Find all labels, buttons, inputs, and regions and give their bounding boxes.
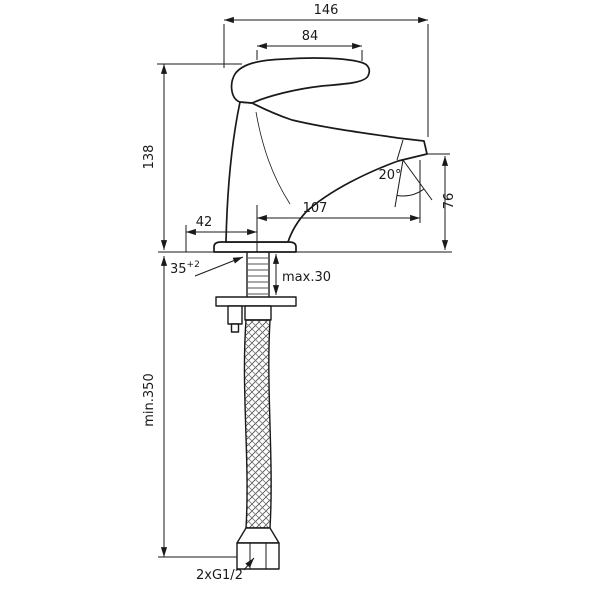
dim-label-20deg: 20° <box>378 168 401 183</box>
hose-braid <box>243 319 272 529</box>
dim-label-84: 84 <box>302 29 319 44</box>
dim-label-146: 146 <box>314 3 339 18</box>
dim-rear-offset: 42 <box>185 205 258 252</box>
dim-spout-angle: 20° <box>378 159 433 208</box>
dim-connection-thread: 2xG1/2 <box>196 557 255 583</box>
dim-outlet-height: 76 <box>426 153 457 250</box>
dim-label-thread: 2xG1/2 <box>196 568 243 583</box>
dim-label-min350: min.350 <box>142 373 157 426</box>
mounting-stud <box>227 305 243 325</box>
dim-label-max30: max.30 <box>282 270 331 285</box>
hose-nut <box>236 542 280 570</box>
dim-label-76: 76 <box>442 193 457 210</box>
dim-label-35: 35+2 <box>170 260 200 277</box>
dim-label-138: 138 <box>142 145 157 170</box>
body-and-spout <box>225 101 428 243</box>
dim-overall-depth: 146 <box>223 3 429 137</box>
mounting-assembly <box>158 251 452 333</box>
hose-crimp-collar <box>244 305 272 321</box>
lever-handle <box>230 57 371 104</box>
dim-min-hose: min.350 <box>142 256 237 558</box>
dim-label-107: 107 <box>303 201 328 216</box>
mounting-washer <box>215 296 297 307</box>
shank-thread-lines <box>248 257 268 295</box>
dim-body-height: 138 <box>142 63 242 250</box>
mounting-stud-tip <box>230 323 240 333</box>
aerator-line <box>396 139 404 161</box>
faucet-body-outline <box>213 57 428 253</box>
body-contour-line <box>255 111 291 205</box>
dim-max-deck: max.30 <box>272 254 331 295</box>
base-plate <box>213 241 297 253</box>
dim-hole-diameter: 35+2 <box>170 256 244 277</box>
dim-label-42: 42 <box>196 215 213 230</box>
hose-cone <box>236 527 280 544</box>
dim-handle-length: 84 <box>256 29 363 61</box>
flexible-hose <box>236 319 280 570</box>
dimensions: 146 84 138 42 107 <box>142 3 457 583</box>
